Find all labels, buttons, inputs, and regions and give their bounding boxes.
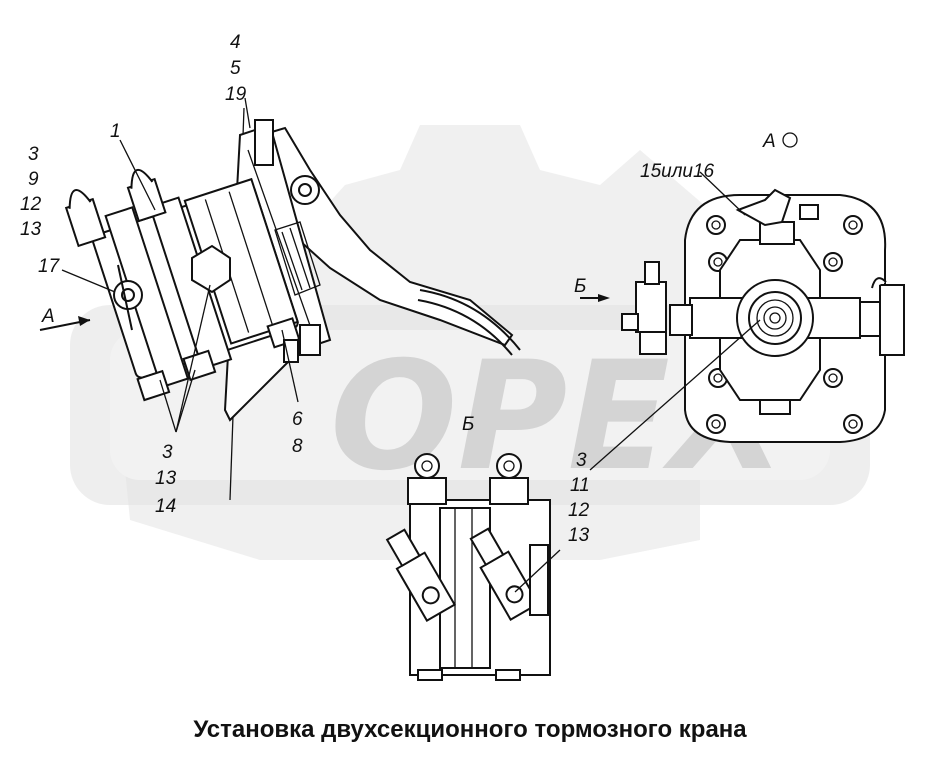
callout-3-right: 3	[576, 450, 587, 471]
arrow-label-b: Б	[574, 276, 586, 297]
left-view-assembly	[39, 97, 521, 501]
callout-9: 9	[28, 169, 39, 190]
callout-17: 17	[38, 256, 61, 277]
callout-8: 8	[292, 436, 303, 457]
callout-13-bottom: 13	[155, 468, 177, 489]
callout-13-left: 13	[20, 219, 42, 240]
callout-1: 1	[110, 121, 121, 142]
callout-15-or-16: 15или16	[640, 161, 715, 182]
view-a-title: А	[762, 131, 776, 152]
watermark-logo	[70, 125, 870, 560]
callout-12-right: 12	[568, 500, 590, 521]
bottom-view-b	[385, 453, 561, 681]
callout-3-bottom: 3	[162, 442, 173, 463]
figure-caption: Установка двухсекционного тормозного кра…	[193, 716, 747, 743]
callout-19: 19	[225, 84, 247, 105]
arrow-label-a: А	[41, 306, 55, 327]
right-view-a	[580, 171, 905, 471]
callout-13-right: 13	[568, 525, 590, 546]
callout-6: 6	[292, 409, 303, 430]
callout-12-left: 12	[20, 194, 42, 215]
callout-labels: 4 5 19 1 3 9 12 13 17 А 6 8 3 13 14 Б А …	[20, 32, 776, 546]
callout-14: 14	[155, 496, 176, 517]
callout-4: 4	[230, 32, 241, 53]
view-mark-b: Б	[462, 414, 474, 435]
callout-3-top: 3	[28, 144, 39, 165]
callout-5: 5	[230, 58, 241, 79]
callout-11: 11	[570, 475, 590, 496]
